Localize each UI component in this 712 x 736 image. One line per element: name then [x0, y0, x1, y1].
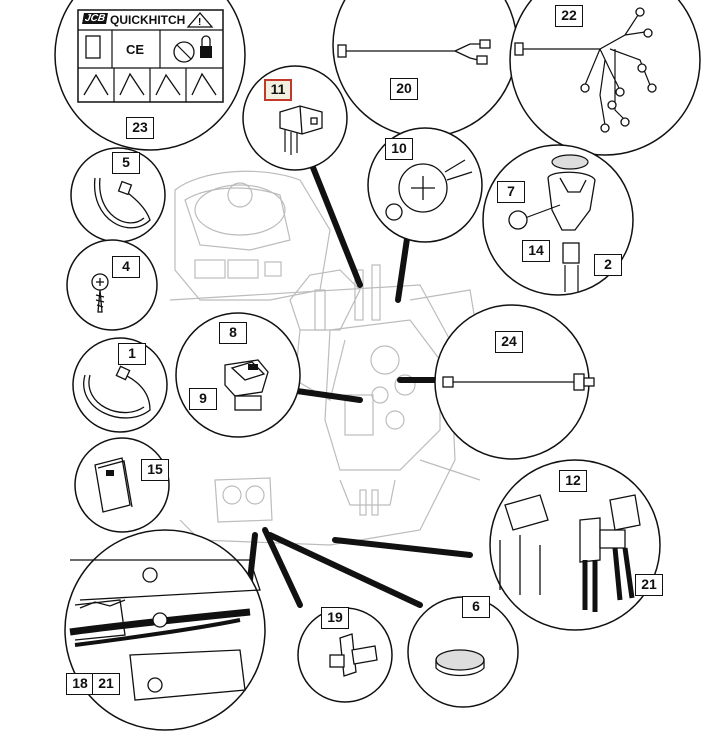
callout-10[interactable]: 10	[385, 138, 413, 160]
detail-circle-22	[509, 0, 701, 156]
detail-circle-20	[332, 0, 518, 138]
callout-21-right[interactable]: 21	[635, 574, 663, 596]
callout-24[interactable]: 24	[495, 331, 523, 353]
callout-12[interactable]: 12	[559, 470, 587, 492]
callout-21-left[interactable]: 21	[92, 673, 120, 695]
lock-icon	[200, 46, 212, 58]
callout-6[interactable]: 6	[462, 596, 490, 618]
callout-8[interactable]: 8	[219, 322, 247, 344]
callout-1[interactable]: 1	[118, 343, 146, 365]
tractor-cab-outline	[169, 170, 481, 546]
callout-2[interactable]: 2	[594, 254, 622, 276]
callout-14[interactable]: 14	[522, 240, 550, 262]
callout-7[interactable]: 7	[497, 181, 525, 203]
manual-icon	[85, 35, 101, 59]
callout-4[interactable]: 4	[112, 256, 140, 278]
callout-9[interactable]: 9	[189, 388, 217, 410]
callout-19[interactable]: 19	[321, 607, 349, 629]
callout-18[interactable]: 18	[66, 673, 94, 695]
svg-text:!: !	[198, 17, 201, 28]
decal-ce-mark: CE	[126, 42, 145, 57]
warning-icon	[186, 12, 214, 28]
prohibition-icon	[173, 41, 195, 63]
decal-title: QUICKHITCH	[110, 13, 186, 27]
callout-11[interactable]: 11	[264, 79, 292, 101]
detail-circle-4	[66, 239, 158, 331]
leader-lines	[247, 157, 473, 608]
callout-15[interactable]: 15	[141, 459, 169, 481]
callout-23[interactable]: 23	[126, 117, 154, 139]
callout-22[interactable]: 22	[555, 5, 583, 27]
callout-5[interactable]: 5	[112, 152, 140, 174]
callout-20[interactable]: 20	[390, 78, 418, 100]
decal-brand: JCB	[82, 13, 108, 24]
